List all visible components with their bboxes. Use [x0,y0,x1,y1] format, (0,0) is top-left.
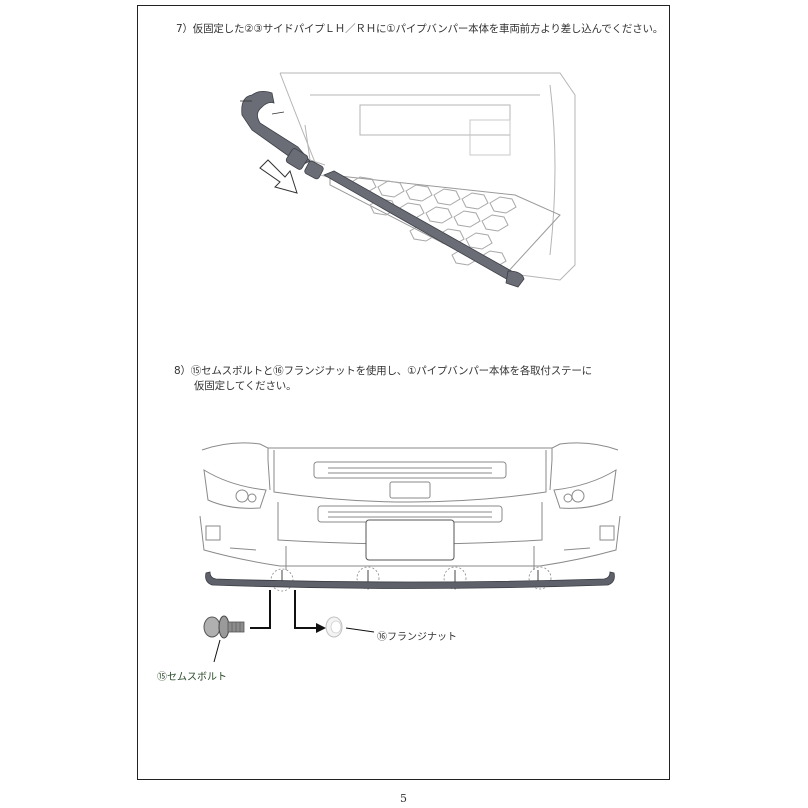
step-7-instruction: 7）仮固定した②③サイドパイプＬＨ／ＲＨに①パイプバンパー本体を車両前方より差し… [176,22,663,37]
page-number: 5 [400,792,407,805]
page-frame [137,5,670,780]
step-8-instruction: 8）⑮セムスボルトと⑯フランジナットを使用し、①パイプバンパー本体を各取付ステー… [174,364,592,394]
nut-label: ⑯フランジナット [377,632,457,643]
step-8-text-line1: ⑮セムスボルトと⑯フランジナットを使用し、①パイプバンパー本体を各取付ステーに [190,365,592,377]
step-7-text: 仮固定した②③サイドパイプＬＨ／ＲＨに①パイプバンパー本体を車両前方より差し込ん… [192,23,664,35]
step-8-number: 8） [174,365,191,377]
step-7-number: 7） [176,23,193,35]
side-pipe-insertion-figure [240,72,576,288]
step-8-text-line2: 仮固定してください。 [194,380,297,392]
sems-bolt-icon [203,615,245,639]
parts-callout-diagram [203,590,375,663]
front-bumper-mount-figure [199,442,621,592]
bolt-label: ⑮セムスボルト [157,672,227,683]
flange-nut-icon [325,616,343,638]
